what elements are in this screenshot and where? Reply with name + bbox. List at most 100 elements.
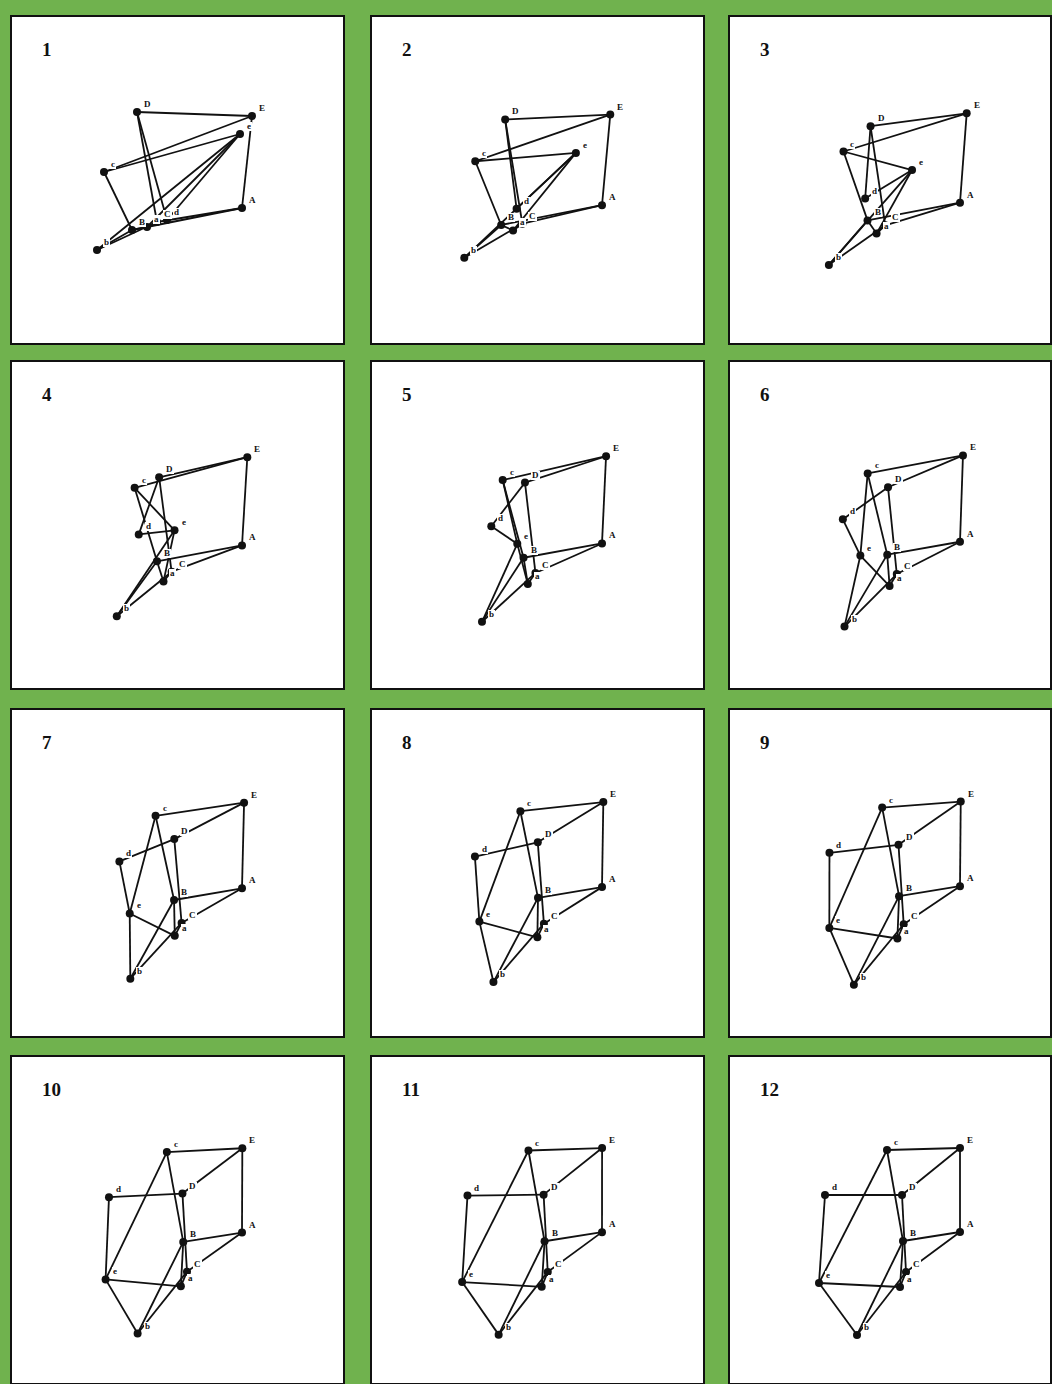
graph-vertex bbox=[598, 1144, 606, 1152]
graph-edge bbox=[147, 134, 240, 227]
frame-panel: 10ABCDEabcde bbox=[10, 1055, 345, 1384]
vertex-label: b bbox=[851, 615, 858, 624]
graph-vertex bbox=[163, 1148, 171, 1156]
vertex-label: b bbox=[835, 253, 842, 262]
graph-edge bbox=[119, 861, 129, 913]
graph-edge bbox=[475, 857, 479, 922]
graph-drawing bbox=[372, 17, 707, 347]
vertex-label: B bbox=[180, 888, 188, 897]
graph-vertex bbox=[908, 166, 916, 174]
graph-vertex bbox=[458, 1278, 466, 1286]
vertex-label: B bbox=[551, 1229, 559, 1238]
vertex-label: c bbox=[534, 1139, 540, 1148]
graph-vertex bbox=[516, 807, 524, 815]
panel-number: 10 bbox=[42, 1079, 61, 1101]
graph-vertex bbox=[133, 108, 141, 116]
graph-edge bbox=[860, 556, 889, 586]
graph-vertex bbox=[878, 804, 886, 812]
vertex-label: e bbox=[835, 916, 841, 925]
graph-edge bbox=[159, 477, 171, 571]
graph-vertex bbox=[896, 1283, 904, 1291]
graph-vertex bbox=[497, 221, 505, 229]
graph-vertex bbox=[495, 1331, 503, 1339]
panel-number: 11 bbox=[402, 1079, 420, 1101]
graph-vertex bbox=[856, 552, 864, 560]
graph-edge bbox=[843, 113, 966, 151]
graph-edge bbox=[520, 811, 538, 898]
graph-edge bbox=[137, 112, 252, 116]
graph-edge bbox=[524, 543, 602, 557]
frame-panel: 5ABCDEabcde bbox=[370, 360, 705, 690]
graph-edge bbox=[242, 116, 252, 208]
graph-vertex bbox=[478, 618, 486, 626]
graph-edge bbox=[174, 839, 181, 923]
vertex-label: A bbox=[248, 196, 257, 205]
graph-edge bbox=[857, 1272, 906, 1335]
graph-vertex bbox=[893, 935, 901, 943]
graph-edge bbox=[479, 811, 520, 921]
graph-edge bbox=[854, 896, 899, 984]
vertex-label: C bbox=[163, 210, 172, 219]
graph-edge bbox=[139, 477, 159, 534]
graph-edge bbox=[887, 1148, 960, 1150]
vertex-label: e bbox=[136, 901, 142, 910]
graph-vertex bbox=[100, 168, 108, 176]
graph-vertex bbox=[170, 896, 178, 904]
graph-edge bbox=[467, 1194, 543, 1197]
graph-vertex bbox=[171, 526, 179, 534]
graph-vertex bbox=[873, 230, 881, 238]
graph-edge bbox=[499, 1272, 548, 1335]
graph-edge bbox=[464, 153, 576, 258]
graph-edge bbox=[857, 1241, 903, 1335]
vertex-label: C bbox=[193, 1260, 202, 1269]
vertex-label: b bbox=[863, 1323, 870, 1332]
graph-vertex bbox=[572, 149, 580, 157]
graph-edge bbox=[135, 457, 248, 488]
frame-panel: 4ABCDEabcde bbox=[10, 360, 345, 690]
vertex-label: E bbox=[253, 445, 261, 454]
graph-vertex bbox=[134, 1330, 142, 1338]
graph-edge bbox=[959, 1148, 961, 1232]
vertex-label: e bbox=[523, 532, 529, 541]
vertex-label: C bbox=[910, 912, 919, 921]
graph-edge bbox=[129, 913, 131, 978]
graph-vertex bbox=[243, 453, 251, 461]
vertex-label: d bbox=[125, 849, 132, 858]
vertex-label: b bbox=[860, 973, 867, 982]
graph-edge bbox=[882, 808, 899, 897]
graph-edge bbox=[528, 1148, 602, 1150]
graph-edge bbox=[491, 483, 525, 527]
graph-edge bbox=[829, 928, 854, 985]
vertex-label: e bbox=[825, 1271, 831, 1280]
vertex-label: B bbox=[544, 886, 552, 895]
graph-vertex bbox=[606, 111, 614, 119]
frame-panel: 1ABCDEabcde bbox=[10, 15, 345, 345]
graph-vertex bbox=[815, 1279, 823, 1287]
graph-vertex bbox=[487, 522, 495, 530]
graph-vertex bbox=[898, 1191, 906, 1199]
vertex-label: E bbox=[608, 1136, 616, 1145]
graph-vertex bbox=[471, 853, 479, 861]
graph-vertex bbox=[861, 195, 869, 203]
graph-vertex bbox=[599, 798, 607, 806]
graph-vertex bbox=[867, 122, 875, 130]
vertex-label: A bbox=[608, 531, 617, 540]
graph-vertex bbox=[238, 541, 246, 549]
vertex-label: c bbox=[509, 468, 515, 477]
graph-vertex bbox=[533, 933, 541, 941]
graph-vertex bbox=[598, 883, 606, 891]
graph-vertex bbox=[513, 205, 521, 213]
graph-edge bbox=[182, 888, 242, 923]
graph-edge bbox=[138, 1242, 184, 1334]
graph-drawing bbox=[730, 1057, 1052, 1384]
vertex-label: A bbox=[608, 875, 617, 884]
graph-edge bbox=[902, 1148, 960, 1195]
vertex-label: A bbox=[608, 1220, 617, 1229]
vertex-label: d bbox=[115, 1185, 122, 1194]
graph-vertex bbox=[841, 623, 849, 631]
vertex-label: B bbox=[138, 218, 146, 227]
vertex-label: D bbox=[188, 1182, 197, 1191]
vertex-label: a bbox=[903, 927, 910, 936]
graph-vertex bbox=[524, 580, 532, 588]
vertex-label: A bbox=[248, 533, 257, 542]
